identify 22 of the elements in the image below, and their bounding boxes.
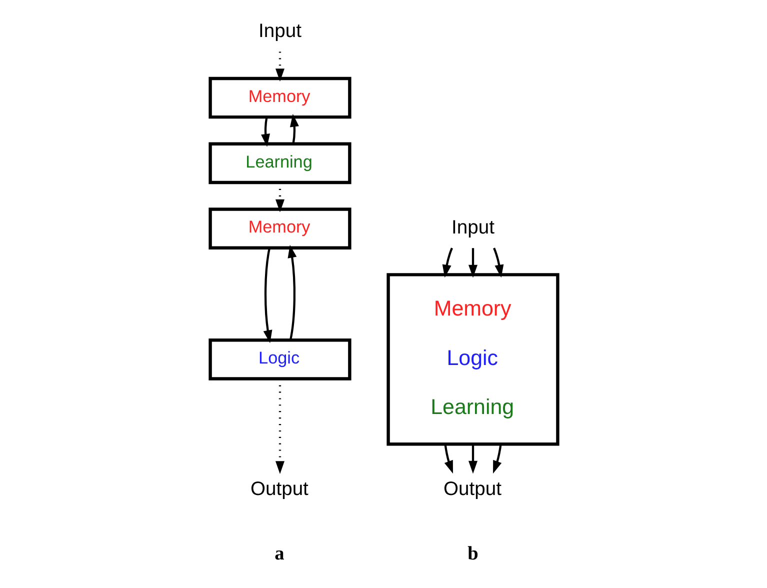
node-text: Output	[443, 478, 501, 500]
label: a	[274, 543, 284, 564]
node-box: Memory	[208, 208, 351, 250]
arrow	[442, 248, 452, 278]
node-text: Output	[250, 478, 308, 500]
arrow	[468, 248, 478, 278]
node-text: Input	[258, 21, 301, 42]
node-box: Memory Logic Learning	[386, 273, 559, 446]
node-box: Logic	[208, 338, 351, 380]
arrow	[468, 444, 478, 474]
arrow	[289, 114, 298, 144]
label: b	[467, 543, 478, 564]
arrow	[492, 248, 504, 278]
arrow	[260, 116, 270, 147]
arrow	[287, 244, 296, 340]
node-box: Learning	[208, 142, 351, 184]
arrow	[444, 444, 452, 474]
node-text: Input	[451, 217, 494, 238]
arrow	[262, 248, 272, 344]
arrow	[274, 52, 284, 82]
node-box: Memory	[208, 76, 351, 119]
arrow	[492, 444, 502, 474]
